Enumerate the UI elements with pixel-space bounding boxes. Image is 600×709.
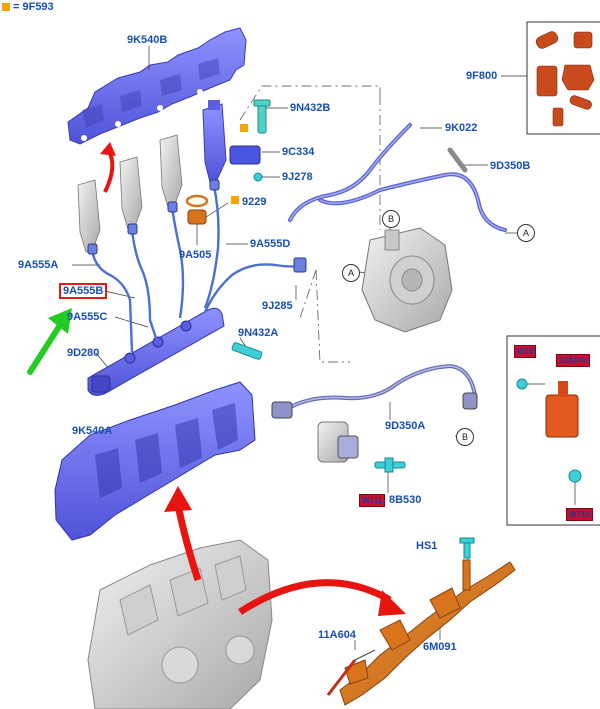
lower-cover-9k540a (54, 381, 256, 541)
callout-a-hose: A (517, 224, 535, 242)
injector-highlighted (202, 100, 227, 183)
label-9c334: 9C334 (282, 146, 315, 158)
tag-8b530: W711 (359, 494, 386, 507)
label-9f800: 9F800 (466, 70, 498, 82)
engine-block (87, 539, 273, 709)
label-hs1: HS1 (416, 540, 438, 552)
marker-9f593-b (231, 196, 239, 204)
tag-lower-right: W710 (566, 508, 593, 521)
high-pressure-pipes (90, 185, 301, 353)
label-9k022: 9K022 (445, 122, 478, 134)
red-arrow-upper (103, 148, 115, 193)
label-9d350b: 9D350B (490, 160, 531, 172)
kit-9f800-parts (535, 31, 595, 127)
small-parts-top (185, 99, 271, 225)
label-6m091: 6M091 (423, 641, 457, 653)
harness-9d350a (283, 363, 477, 454)
return-hose-9d350b (288, 123, 507, 232)
callout-b-pump: B (382, 210, 400, 228)
label-9a555a: 9A555A (18, 259, 59, 271)
kit-box-9f800 (526, 21, 600, 135)
label-9j278: 9J278 (282, 171, 313, 183)
injectors (77, 134, 183, 253)
label-9a555b: 9A555B (59, 283, 108, 299)
callout-b-harness: B (456, 428, 474, 446)
fuel-rail-9d280 (87, 307, 225, 396)
label-9j285: 9J285 (262, 300, 293, 312)
label-9a555c: 9A555C (67, 311, 108, 323)
label-9n432a: 9N432A (238, 327, 279, 339)
sensor-11a604 (326, 649, 376, 696)
legend-text: = 9F593 (13, 1, 54, 13)
hs1-stud (459, 537, 475, 559)
tag-upper-left: W70 (514, 345, 537, 358)
marker-9f593-a (240, 124, 248, 132)
label-9a505: 9A505 (179, 249, 212, 261)
label-9d350a: 9D350A (385, 420, 426, 432)
label-9n432b: 9N432B (290, 102, 331, 114)
label-9229: 9229 (242, 196, 267, 208)
bolt-9n432a (231, 342, 263, 360)
fuel-pump (361, 227, 453, 333)
harness-connectors (271, 392, 478, 463)
red-arrow-upper-head (100, 142, 116, 156)
label-9k540b: 9K540B (127, 34, 168, 46)
upper-cover-9k540b (67, 27, 247, 145)
label-8b530: 8B530 (389, 494, 422, 506)
label-11a604: 11A604 (318, 629, 356, 641)
red-arrow-to-lower-cover (164, 486, 202, 582)
sensor-parts (516, 378, 582, 505)
legend-swatch (2, 3, 10, 11)
label-9k540a: 9K540A (72, 425, 113, 437)
tag-upper-right: 13A576 (556, 354, 591, 367)
sensor-box (506, 335, 600, 526)
part-8b530 (374, 457, 406, 473)
phantom-lines (239, 85, 381, 363)
label-9a555d: 9A555D (250, 238, 291, 250)
pipe-nuts (87, 179, 307, 273)
callout-a-pump: A (342, 264, 360, 282)
red-arrow-to-loom (238, 579, 406, 616)
label-9d280: 9D280 (67, 347, 100, 359)
green-arrow (27, 308, 72, 375)
wiring-loom-6m091 (339, 559, 516, 706)
